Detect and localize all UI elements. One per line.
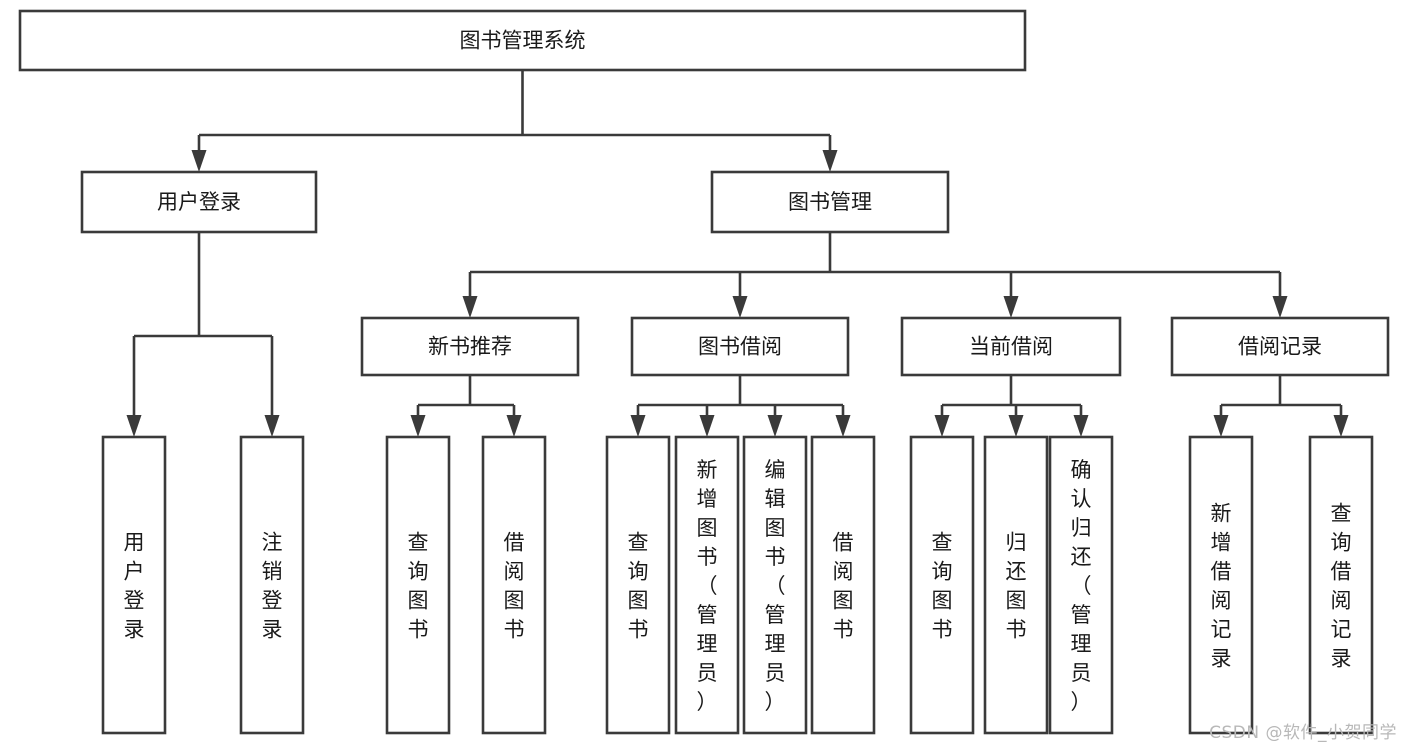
node-box-new-book-rec [360, 316, 580, 377]
node-label-leaf-confirm-return: 确认归还（管理员） [1071, 458, 1092, 714]
node-leaf-user-login[interactable]: 用户登录 [101, 435, 167, 735]
node-box-book-borrow [630, 316, 850, 377]
node-box-leaf-borrow-book-rec [481, 435, 547, 735]
node-leaf-query-record[interactable]: 查询借阅记录 [1308, 435, 1374, 735]
node-leaf-return-book[interactable]: 归还图书 [983, 435, 1049, 735]
node-box-leaf-add-record [1188, 435, 1254, 735]
node-leaf-edit-book[interactable]: 编辑图书（管理员） [742, 435, 808, 735]
node-label-leaf-add-book: 新增图书（管理员） [697, 458, 718, 714]
node-label-leaf-query-book-rec: 查询图书 [408, 531, 429, 642]
node-label-leaf-edit-book: 编辑图书（管理员） [765, 458, 786, 714]
node-leaf-logout[interactable]: 注销登录 [239, 435, 305, 735]
node-box-leaf-add-book [674, 435, 740, 735]
node-leaf-confirm-return[interactable]: 确认归还（管理员） [1048, 435, 1114, 735]
node-label-leaf-query-book-2: 查询图书 [628, 531, 649, 642]
connector-group-book-borrow [630, 375, 851, 437]
node-new-book-rec[interactable]: 新书推荐 [360, 316, 580, 377]
node-user-login[interactable]: 用户登录 [80, 170, 318, 234]
node-box-leaf-logout [239, 435, 305, 735]
node-box-book-manage [710, 170, 950, 234]
node-label-root: 图书管理系统 [460, 29, 586, 53]
connector-group-new-book-rec [410, 375, 522, 437]
connector-group-user-login [126, 232, 280, 437]
node-box-user-login [80, 170, 318, 234]
node-leaf-add-record[interactable]: 新增借阅记录 [1188, 435, 1254, 735]
node-layer: 图书管理系统用户登录图书管理新书推荐图书借阅当前借阅借阅记录用户登录注销登录查询… [18, 9, 1390, 735]
node-leaf-query-book-rec[interactable]: 查询图书 [385, 435, 451, 735]
node-book-borrow[interactable]: 图书借阅 [630, 316, 850, 377]
node-box-root [18, 9, 1027, 72]
node-leaf-query-book-3[interactable]: 查询图书 [909, 435, 975, 735]
node-label-leaf-borrow-book-rec: 借阅图书 [504, 531, 525, 642]
node-box-leaf-query-book-rec [385, 435, 451, 735]
node-label-leaf-logout: 注销登录 [262, 531, 283, 642]
node-box-leaf-user-login [101, 435, 167, 735]
node-label-leaf-return-book: 归还图书 [1006, 531, 1027, 642]
node-box-leaf-return-book [983, 435, 1049, 735]
node-box-current-borrow [900, 316, 1122, 377]
node-box-leaf-query-record [1308, 435, 1374, 735]
node-label-leaf-add-record: 新增借阅记录 [1211, 502, 1232, 671]
connector-layer [126, 70, 1349, 437]
node-label-leaf-borrow-book-2: 借阅图书 [833, 531, 854, 642]
node-leaf-add-book[interactable]: 新增图书（管理员） [674, 435, 740, 735]
node-leaf-query-book-2[interactable]: 查询图书 [605, 435, 671, 735]
connector-group-book-manage [462, 232, 1288, 318]
node-root[interactable]: 图书管理系统 [18, 9, 1027, 72]
node-label-new-book-rec: 新书推荐 [428, 335, 512, 359]
node-current-borrow[interactable]: 当前借阅 [900, 316, 1122, 377]
node-box-borrow-record [1170, 316, 1390, 377]
node-leaf-borrow-book-rec[interactable]: 借阅图书 [481, 435, 547, 735]
node-label-book-manage: 图书管理 [788, 190, 872, 214]
node-label-user-login: 用户登录 [157, 190, 241, 214]
connector-group-current-borrow [934, 375, 1089, 437]
node-label-borrow-record: 借阅记录 [1238, 335, 1322, 359]
node-leaf-borrow-book-2[interactable]: 借阅图书 [810, 435, 876, 735]
node-borrow-record[interactable]: 借阅记录 [1170, 316, 1390, 377]
csdn-watermark: CSDN @软件_小贺同学 [1209, 723, 1397, 743]
node-book-manage[interactable]: 图书管理 [710, 170, 950, 234]
node-label-leaf-query-book-3: 查询图书 [932, 531, 953, 642]
node-box-leaf-query-book-3 [909, 435, 975, 735]
connector-group-borrow-record [1213, 375, 1349, 437]
node-box-leaf-borrow-book-2 [810, 435, 876, 735]
connector-group-root [191, 70, 838, 172]
node-box-leaf-confirm-return [1048, 435, 1114, 735]
node-label-leaf-query-record: 查询借阅记录 [1331, 502, 1352, 671]
node-label-book-borrow: 图书借阅 [698, 335, 782, 359]
node-label-current-borrow: 当前借阅 [969, 335, 1053, 359]
node-box-leaf-query-book-2 [605, 435, 671, 735]
node-label-leaf-user-login: 用户登录 [124, 531, 145, 642]
node-box-leaf-edit-book [742, 435, 808, 735]
